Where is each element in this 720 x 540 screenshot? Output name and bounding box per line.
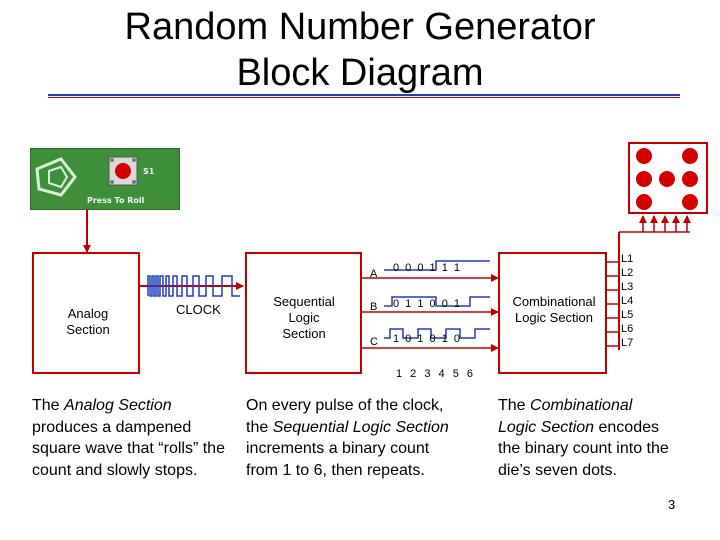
combinational-logic-label: Combinational Logic Section	[512, 294, 596, 325]
pip-bottom-right	[682, 194, 698, 210]
pip-bottom-left	[636, 194, 652, 210]
output-L5: L5	[621, 309, 634, 321]
slide-title: Random Number Generator Block Diagram	[0, 4, 720, 96]
wave-C	[384, 328, 490, 339]
output-L4: L4	[621, 295, 634, 307]
sequential-caption-post: increments a binary count from 1 to 6, t…	[246, 440, 430, 479]
press-to-roll-label: Press To Roll	[87, 196, 145, 205]
analog-caption-em: Analog Section	[64, 397, 172, 414]
signal-B-label: B	[370, 301, 378, 313]
analog-caption-post: produces a dampened square wave that “ro…	[32, 418, 225, 479]
wave-B	[384, 296, 490, 307]
analog-caption-pre: The	[32, 397, 65, 414]
sequential-logic-label: Sequential Logic Section	[273, 294, 335, 341]
sequential-logic-block: Sequential Logic Section	[245, 252, 362, 374]
signal-C-bits: 1 0 1 0 1 0	[393, 333, 460, 345]
sequential-caption: On every pulse of the clock, the Sequent…	[246, 395, 461, 481]
sequential-caption-pre: On every pulse of the clock, the	[246, 397, 444, 436]
signal-B-bits: 0 1 1 0 0 1	[393, 298, 460, 310]
pip-top-left	[636, 148, 652, 164]
signal-C-label: C	[370, 336, 378, 348]
combinational-caption-pre: The	[498, 397, 531, 414]
clock-waveform	[147, 275, 240, 297]
output-L2: L2	[621, 267, 634, 279]
roll-arrow-icon	[35, 156, 138, 197]
sequential-caption-em: Sequential Logic Section	[272, 418, 449, 436]
signal-A-label: A	[370, 268, 378, 280]
die-display	[628, 142, 708, 214]
switch-label: S1	[143, 167, 155, 176]
combinational-logic-block: Combinational Logic Section	[498, 252, 607, 374]
clock-label: CLOCK	[176, 302, 221, 317]
title-underline-red	[48, 97, 680, 98]
analog-section-block: Analog Section	[32, 252, 140, 374]
combinational-caption-em: Combinational Logic Section	[498, 397, 633, 436]
output-L6: L6	[621, 323, 634, 335]
analog-caption: The Analog Section produces a dampened s…	[32, 395, 232, 481]
page-number: 3	[668, 497, 676, 512]
title-underline-blue	[48, 94, 680, 96]
pip-center	[659, 171, 675, 187]
output-L1: L1	[621, 253, 634, 265]
wave-A	[384, 260, 490, 271]
combinational-caption: The Combinational Logic Section encodes …	[498, 395, 673, 481]
output-L3: L3	[621, 281, 634, 293]
combinational-caption-post: encodes the binary count into the die’s …	[498, 418, 669, 479]
die-pips	[636, 148, 698, 210]
pip-mid-right	[682, 171, 698, 187]
pip-mid-left	[636, 171, 652, 187]
pcb-photo: S1 Press To Roll	[30, 148, 180, 210]
output-L7: L7	[621, 337, 634, 349]
signal-A-bits: 0 0 0 1 1 1	[393, 262, 460, 274]
pip-top-right	[682, 148, 698, 164]
title-line-1: Random Number Generator	[124, 6, 596, 48]
title-line-2: Block Diagram	[236, 52, 484, 94]
count-labels: 1 2 3 4 5 6	[396, 368, 473, 380]
analog-section-label: Analog Section	[66, 306, 110, 337]
